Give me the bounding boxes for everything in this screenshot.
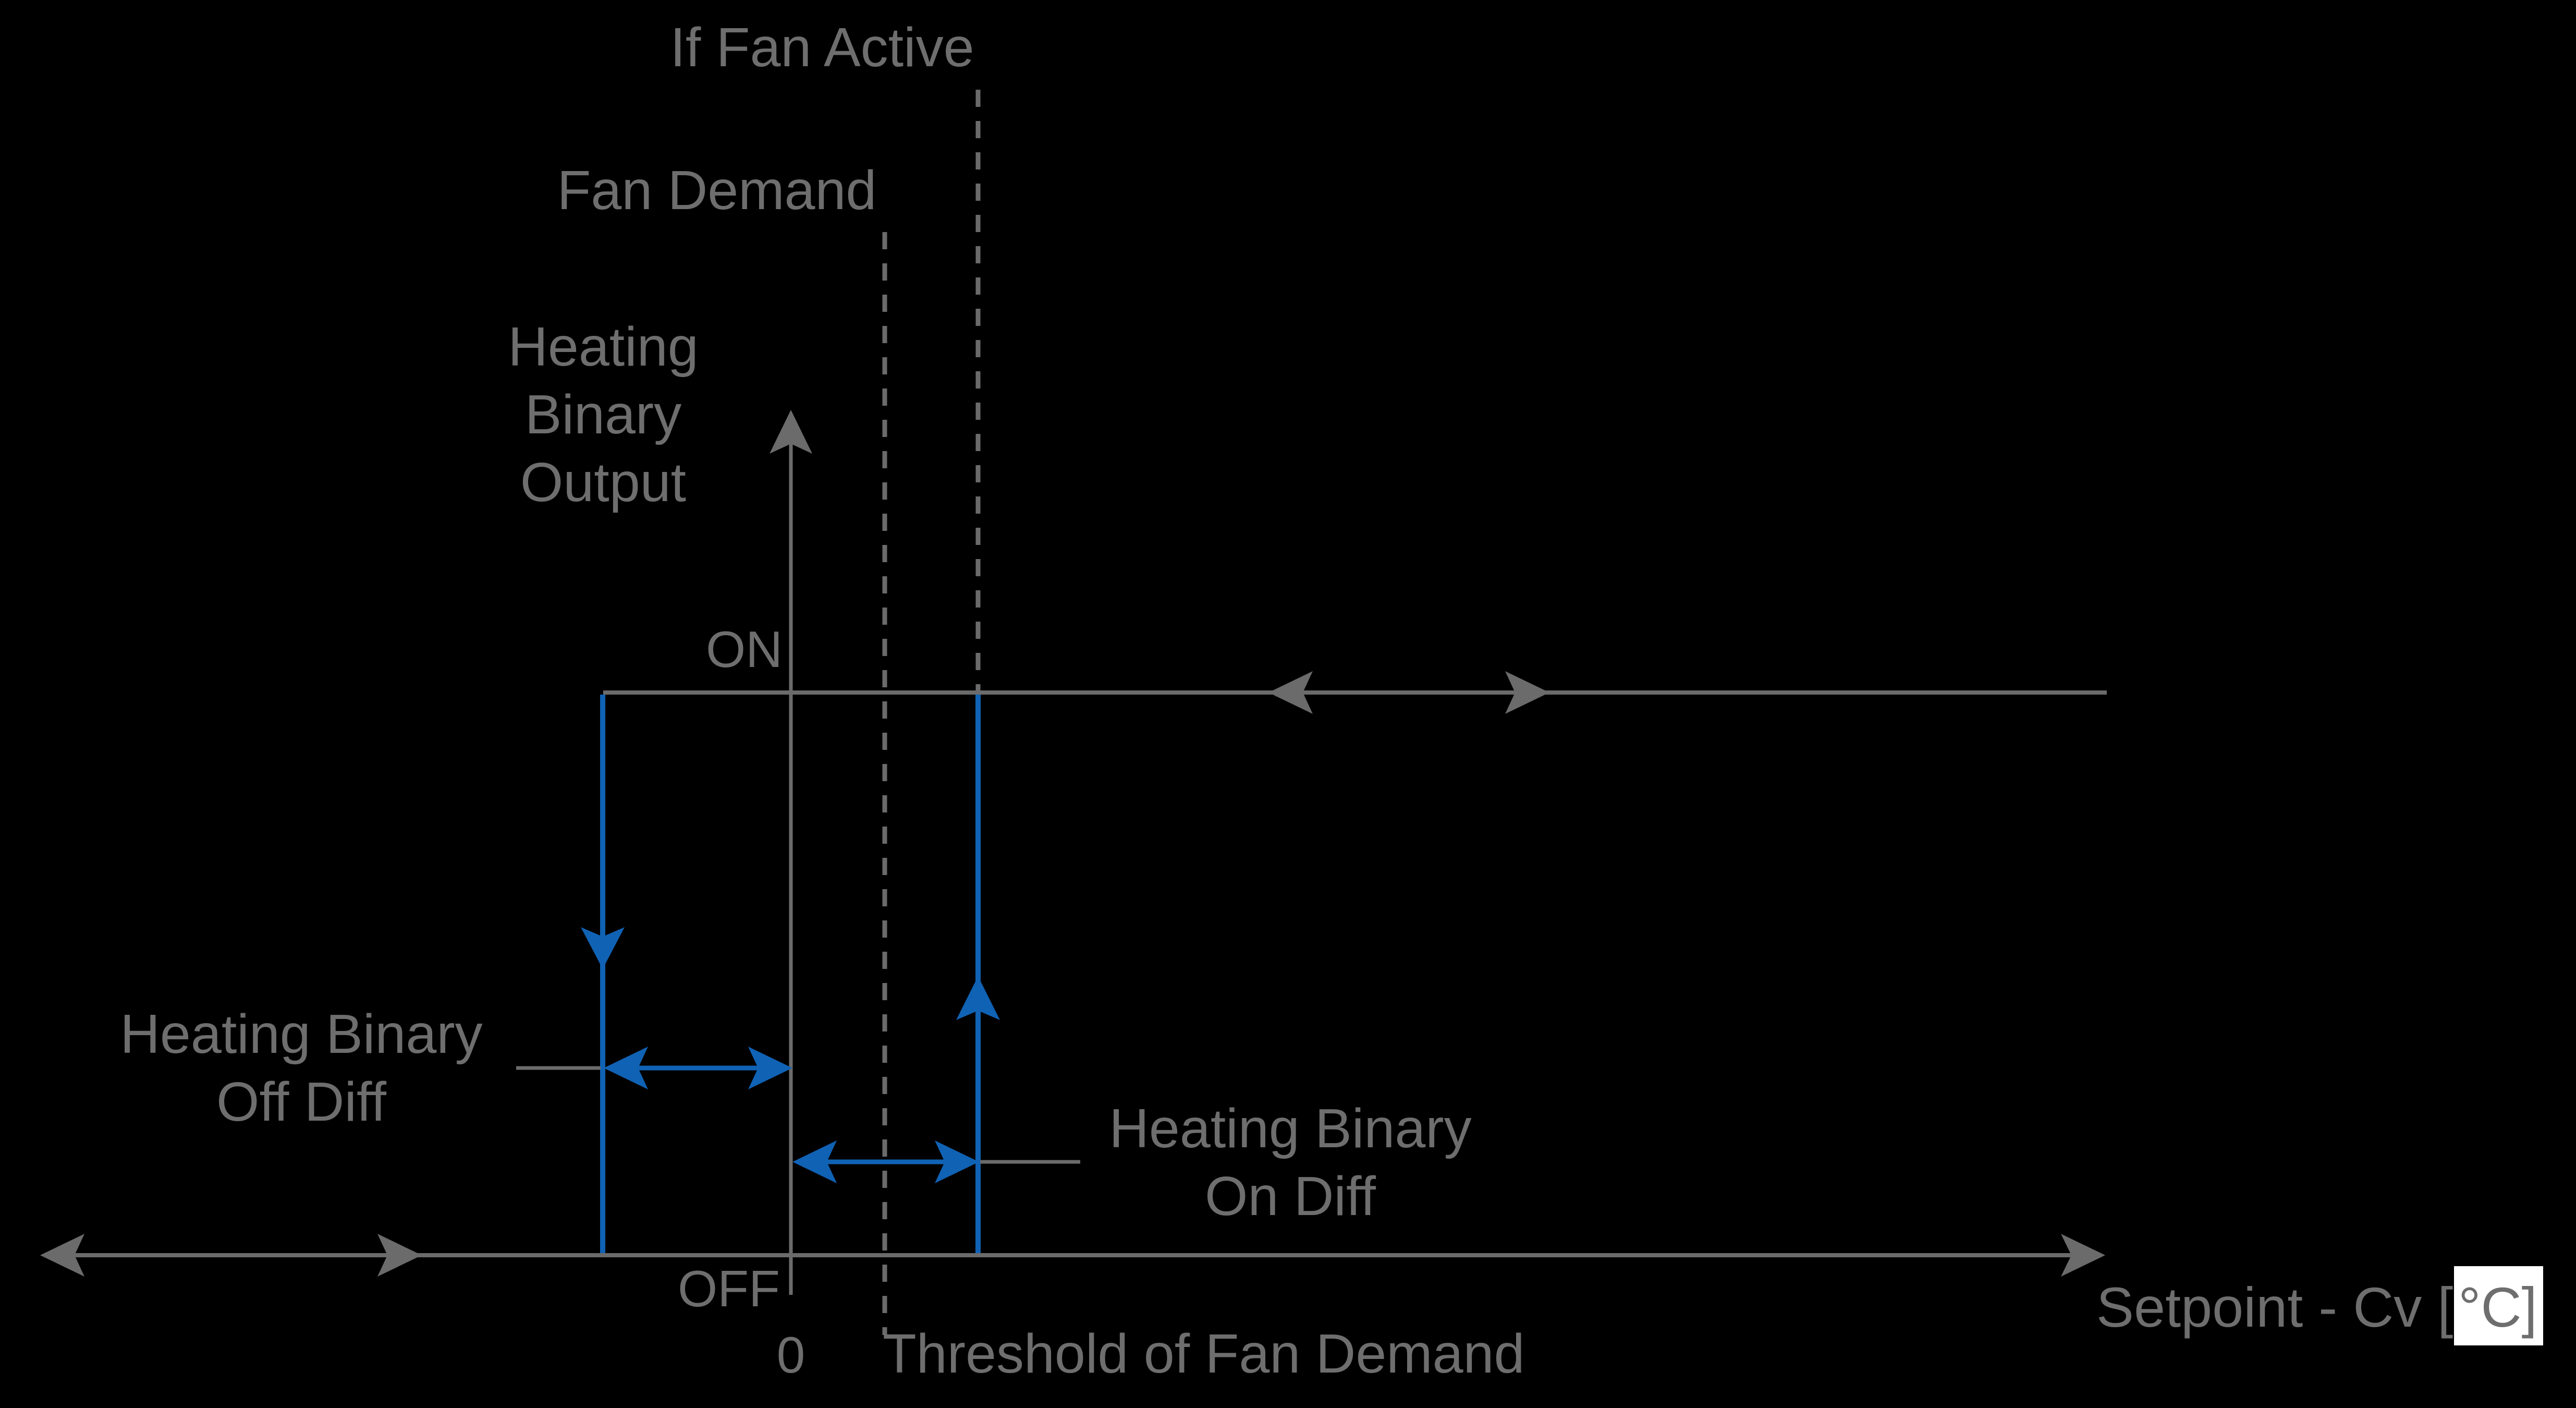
x-axis-title: Setpoint - Cv [°C] — [2096, 1266, 2544, 1345]
heating-on-up-arrowhead-icon — [956, 976, 1000, 1020]
fan-demand-label: Fan Demand — [557, 160, 877, 221]
x-axis-left-arrowhead-icon — [40, 1234, 84, 1277]
y-axis-up-arrowhead-icon — [770, 410, 812, 454]
on-diff-label-line2: On Diff — [1205, 1166, 1376, 1227]
x-axis-inner-right-arrowhead-icon — [377, 1234, 422, 1277]
off-diff-left-arrowhead-icon — [604, 1047, 648, 1089]
y-axis-title-line3: Output — [520, 452, 687, 513]
heating-binary-on-diff-label: Heating Binary On Diff — [1109, 1095, 1471, 1230]
on-diff-label-line1: Heating Binary — [1109, 1098, 1472, 1159]
heating-off-down-arrowhead-icon — [581, 927, 625, 969]
y-axis-title-line1: Heating — [508, 316, 699, 378]
on-line-right-arrowhead-icon — [1505, 671, 1549, 714]
on-diff-right-arrowhead-icon — [935, 1140, 979, 1183]
on-state-label: ON — [706, 621, 783, 678]
off-diff-label-line1: Heating Binary — [120, 1003, 483, 1065]
threshold-of-fan-demand-label: Threshold of Fan Demand — [883, 1323, 1525, 1385]
off-diff-right-arrowhead-icon — [748, 1047, 792, 1089]
origin-zero-label: 0 — [776, 1326, 805, 1383]
off-diff-label-line2: Off Diff — [216, 1071, 386, 1133]
if-fan-active-label: If Fan Active — [670, 17, 974, 78]
on-diff-left-arrowhead-icon — [792, 1140, 837, 1183]
heating-binary-off-diff-label: Heating Binary Off Diff — [120, 1000, 482, 1136]
y-axis-title-line2: Binary — [524, 384, 682, 445]
on-line-left-arrowhead-icon — [1268, 671, 1313, 714]
y-axis-title: Heating Binary Output — [508, 313, 698, 516]
x-axis-title-text: Setpoint - Cv [ — [2096, 1276, 2453, 1339]
x-axis-right-arrowhead-icon — [2061, 1234, 2105, 1277]
x-axis-unit-highlight: °C] — [2454, 1266, 2544, 1345]
off-state-label: OFF — [678, 1260, 780, 1317]
